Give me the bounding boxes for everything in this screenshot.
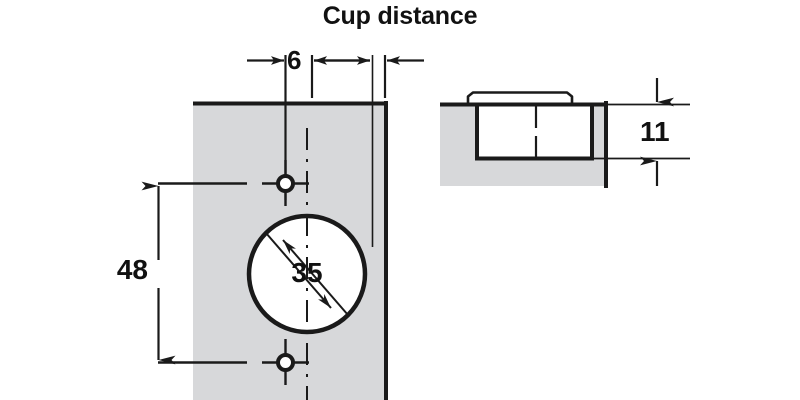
lower-screw-hole	[276, 353, 295, 372]
cup-recess-fill	[476, 105, 593, 158]
side-view-group	[440, 78, 690, 188]
hinge-flange-outline	[466, 91, 574, 103]
dimension-label-cup-distance: 6	[287, 45, 302, 75]
upper-screw-hole	[276, 174, 295, 193]
dimension-label-cup-diameter: 35	[291, 257, 323, 288]
diameter-leader-lower	[265, 232, 332, 309]
page-title: Cup distance	[322, 2, 478, 30]
cup-recess-outline	[475, 104, 594, 161]
dimension-label-cup-depth: 11	[640, 116, 670, 147]
front-view-group	[141, 55, 424, 400]
diameter-leader-upper	[282, 239, 349, 316]
dimension-label-screw-spacing: 48	[116, 254, 148, 285]
